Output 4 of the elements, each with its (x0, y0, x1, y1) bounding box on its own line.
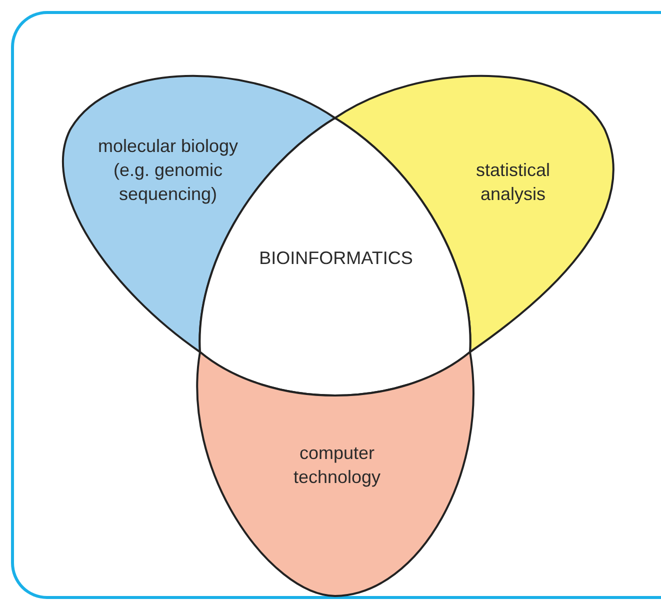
region-label: statistical analysis (458, 158, 568, 206)
region-label: BIOINFORMATICS (236, 246, 436, 270)
region-label: molecular biology (e.g. genomic sequencing) (83, 134, 253, 206)
region-label: computer technology (277, 441, 397, 489)
